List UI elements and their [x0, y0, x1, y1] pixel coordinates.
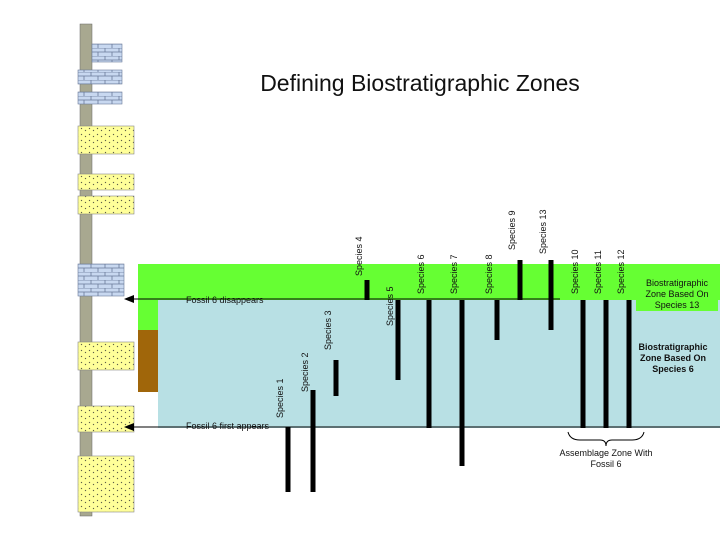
species-label: Species 3	[323, 310, 333, 350]
species-label: Species 5	[385, 286, 395, 326]
range-bar-12	[603, 300, 609, 428]
green-zone-edge	[138, 300, 158, 330]
range-bar-1	[285, 427, 291, 492]
species-label: Species 4	[354, 236, 364, 276]
species-label: Species 1	[275, 378, 285, 418]
range-bar-5	[395, 300, 401, 380]
limestone-layer	[91, 43, 123, 63]
range-bar-4	[364, 280, 370, 300]
range-bar-6	[426, 300, 432, 428]
range-bar-10	[548, 260, 554, 330]
assemblage-zone-label: Assemblage Zone With Fossil 6	[559, 448, 653, 469]
brown-layer	[138, 330, 158, 392]
fossil-first-appears-label: Fossil 6 first appears	[186, 421, 270, 431]
sandstone-layer	[77, 341, 135, 371]
sandstone-layer	[77, 455, 135, 513]
species-label: Species 9	[507, 210, 517, 250]
stratigraphic-column	[77, 23, 135, 517]
limestone-layer	[77, 69, 123, 85]
range-bar-2	[310, 390, 316, 492]
species-labels: Species 1 Species 2 Species 3 Species 4 Spec…	[275, 209, 626, 418]
sandstone-layer	[77, 173, 135, 191]
limestone-layer	[77, 91, 123, 105]
assemblage-bracket	[567, 431, 645, 447]
zone-species13-label: Biostratigraphic Zone Based On Species 1…	[636, 278, 718, 311]
species-label: Species 7	[449, 254, 459, 294]
sandstone-layer	[77, 195, 135, 215]
species-label: Species 2	[300, 352, 310, 392]
species-label: Species 6	[416, 254, 426, 294]
species-range-bars	[285, 260, 632, 492]
species-label: Species 12	[616, 249, 626, 294]
green-zone	[138, 264, 720, 300]
species-label: Species 8	[484, 254, 494, 294]
range-bar-8	[494, 300, 500, 340]
page-title: Defining Biostratigraphic Zones	[260, 70, 580, 96]
zone-species6-label: Biostratigraphic Zone Based On Species 6	[638, 342, 708, 374]
range-bar-9	[517, 260, 523, 300]
fossil-disappears-label: Fossil 6 disappears	[186, 295, 264, 305]
range-bar-3	[333, 360, 339, 396]
sandstone-layer	[77, 405, 135, 433]
range-bar-11	[580, 300, 586, 428]
blue-zone	[158, 300, 720, 428]
fossil-first-appears-arrow	[124, 423, 720, 431]
range-bar-13	[626, 300, 632, 428]
range-bar-7	[459, 300, 465, 466]
species-label: Species 13	[538, 209, 548, 254]
sandstone-layer	[77, 125, 135, 155]
limestone-layer	[77, 263, 125, 297]
species-label: Species 11	[593, 250, 603, 294]
species-label: Species 10	[570, 249, 580, 294]
fossil-disappears-arrow	[124, 295, 560, 303]
